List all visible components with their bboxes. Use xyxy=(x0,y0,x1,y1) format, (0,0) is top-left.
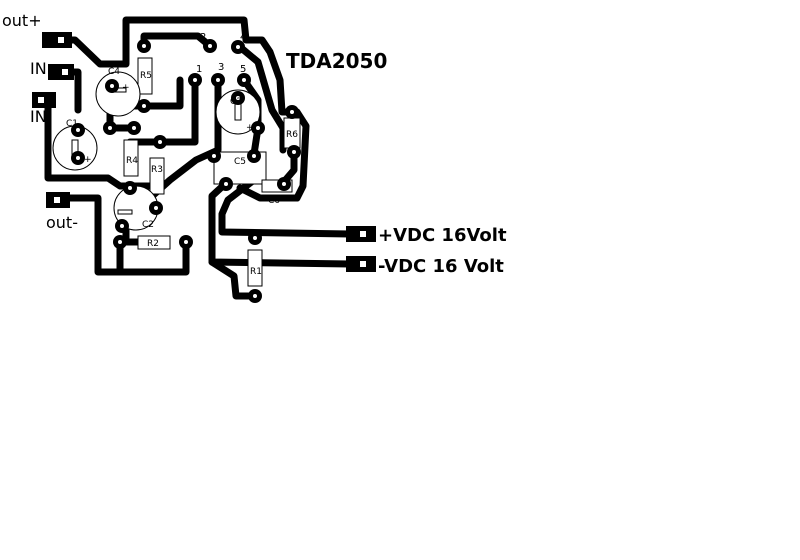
hole xyxy=(282,182,286,186)
hole xyxy=(142,104,146,108)
hole xyxy=(292,150,296,154)
hole xyxy=(236,96,240,100)
pin-label-3: 3 xyxy=(218,62,224,73)
hole xyxy=(158,140,162,144)
hole xyxy=(38,97,44,103)
hole xyxy=(216,78,220,82)
label-vdc-minus: -VDC 16 Volt xyxy=(378,256,504,277)
hole xyxy=(76,128,80,132)
hole xyxy=(360,261,366,267)
hole xyxy=(108,126,112,130)
hole xyxy=(142,44,146,48)
hole xyxy=(62,69,68,75)
label-in-bottom: IN xyxy=(30,107,47,126)
label-r3: R3 xyxy=(151,165,163,175)
trace-vminus xyxy=(208,180,354,268)
hole xyxy=(256,126,260,130)
label-c5: C5 xyxy=(234,157,246,167)
hole xyxy=(212,154,216,158)
plus-mark-c1: + xyxy=(84,155,92,165)
label-c1: C1 xyxy=(66,119,78,129)
label-c3: C3 xyxy=(230,97,242,107)
resistor-r4 xyxy=(123,139,139,177)
hole xyxy=(54,197,60,203)
label-c6: C6 xyxy=(268,196,280,206)
hole xyxy=(290,110,294,114)
label-out-minus: out- xyxy=(46,213,78,232)
resistor-r5 xyxy=(137,57,153,95)
resistor-r3 xyxy=(149,157,165,195)
plus-mark-c3: + xyxy=(246,123,254,133)
connector-pad-in-top xyxy=(48,64,74,80)
label-c4: C4 xyxy=(108,67,120,77)
hole xyxy=(208,44,212,48)
resistor-r2 xyxy=(137,235,171,250)
hole xyxy=(184,240,188,244)
hole xyxy=(253,236,257,240)
pin-label-4: 4 xyxy=(240,32,246,43)
pin-label-5: 5 xyxy=(240,64,246,75)
labels: TDA2050 out+ IN IN out- +VDC 16Volt -VDC… xyxy=(2,11,507,277)
label-r4: R4 xyxy=(126,156,138,166)
hole xyxy=(110,84,114,88)
pin-label-1: 1 xyxy=(196,64,202,75)
hole xyxy=(154,206,158,210)
c2-plate xyxy=(117,209,133,215)
label-c2: C2 xyxy=(142,220,154,230)
label-in-top: IN xyxy=(30,59,47,78)
round-pads xyxy=(71,39,301,303)
hole xyxy=(132,126,136,130)
hole xyxy=(118,240,122,244)
capacitor-c4 xyxy=(95,71,141,117)
pin-label-2: 2 xyxy=(200,32,206,43)
connector-pad-outplus xyxy=(42,32,72,48)
label-vdc-plus: +VDC 16Volt xyxy=(378,225,507,246)
label-r1: R1 xyxy=(250,267,262,277)
label-r6: R6 xyxy=(286,130,298,140)
hole xyxy=(253,294,257,298)
label-r2: R2 xyxy=(147,239,159,249)
hole xyxy=(242,78,246,82)
hole xyxy=(236,45,240,49)
hole xyxy=(128,186,132,190)
trace-r1 xyxy=(208,258,259,300)
hole xyxy=(360,231,366,237)
hole xyxy=(120,224,124,228)
ic-title: TDA2050 xyxy=(286,49,387,73)
hole xyxy=(193,78,197,82)
label-out-plus: out+ xyxy=(2,11,42,30)
resistor-r1 xyxy=(247,249,263,287)
trace-outplus xyxy=(56,16,310,202)
hole xyxy=(58,37,64,43)
pads xyxy=(32,32,376,303)
plus-mark-c4: + xyxy=(122,83,130,93)
hole xyxy=(252,154,256,158)
hole xyxy=(76,156,80,160)
trace-pin4 xyxy=(236,43,287,154)
trace-gnd xyxy=(54,194,190,276)
label-r5: R5 xyxy=(140,71,152,81)
hole xyxy=(224,182,228,186)
